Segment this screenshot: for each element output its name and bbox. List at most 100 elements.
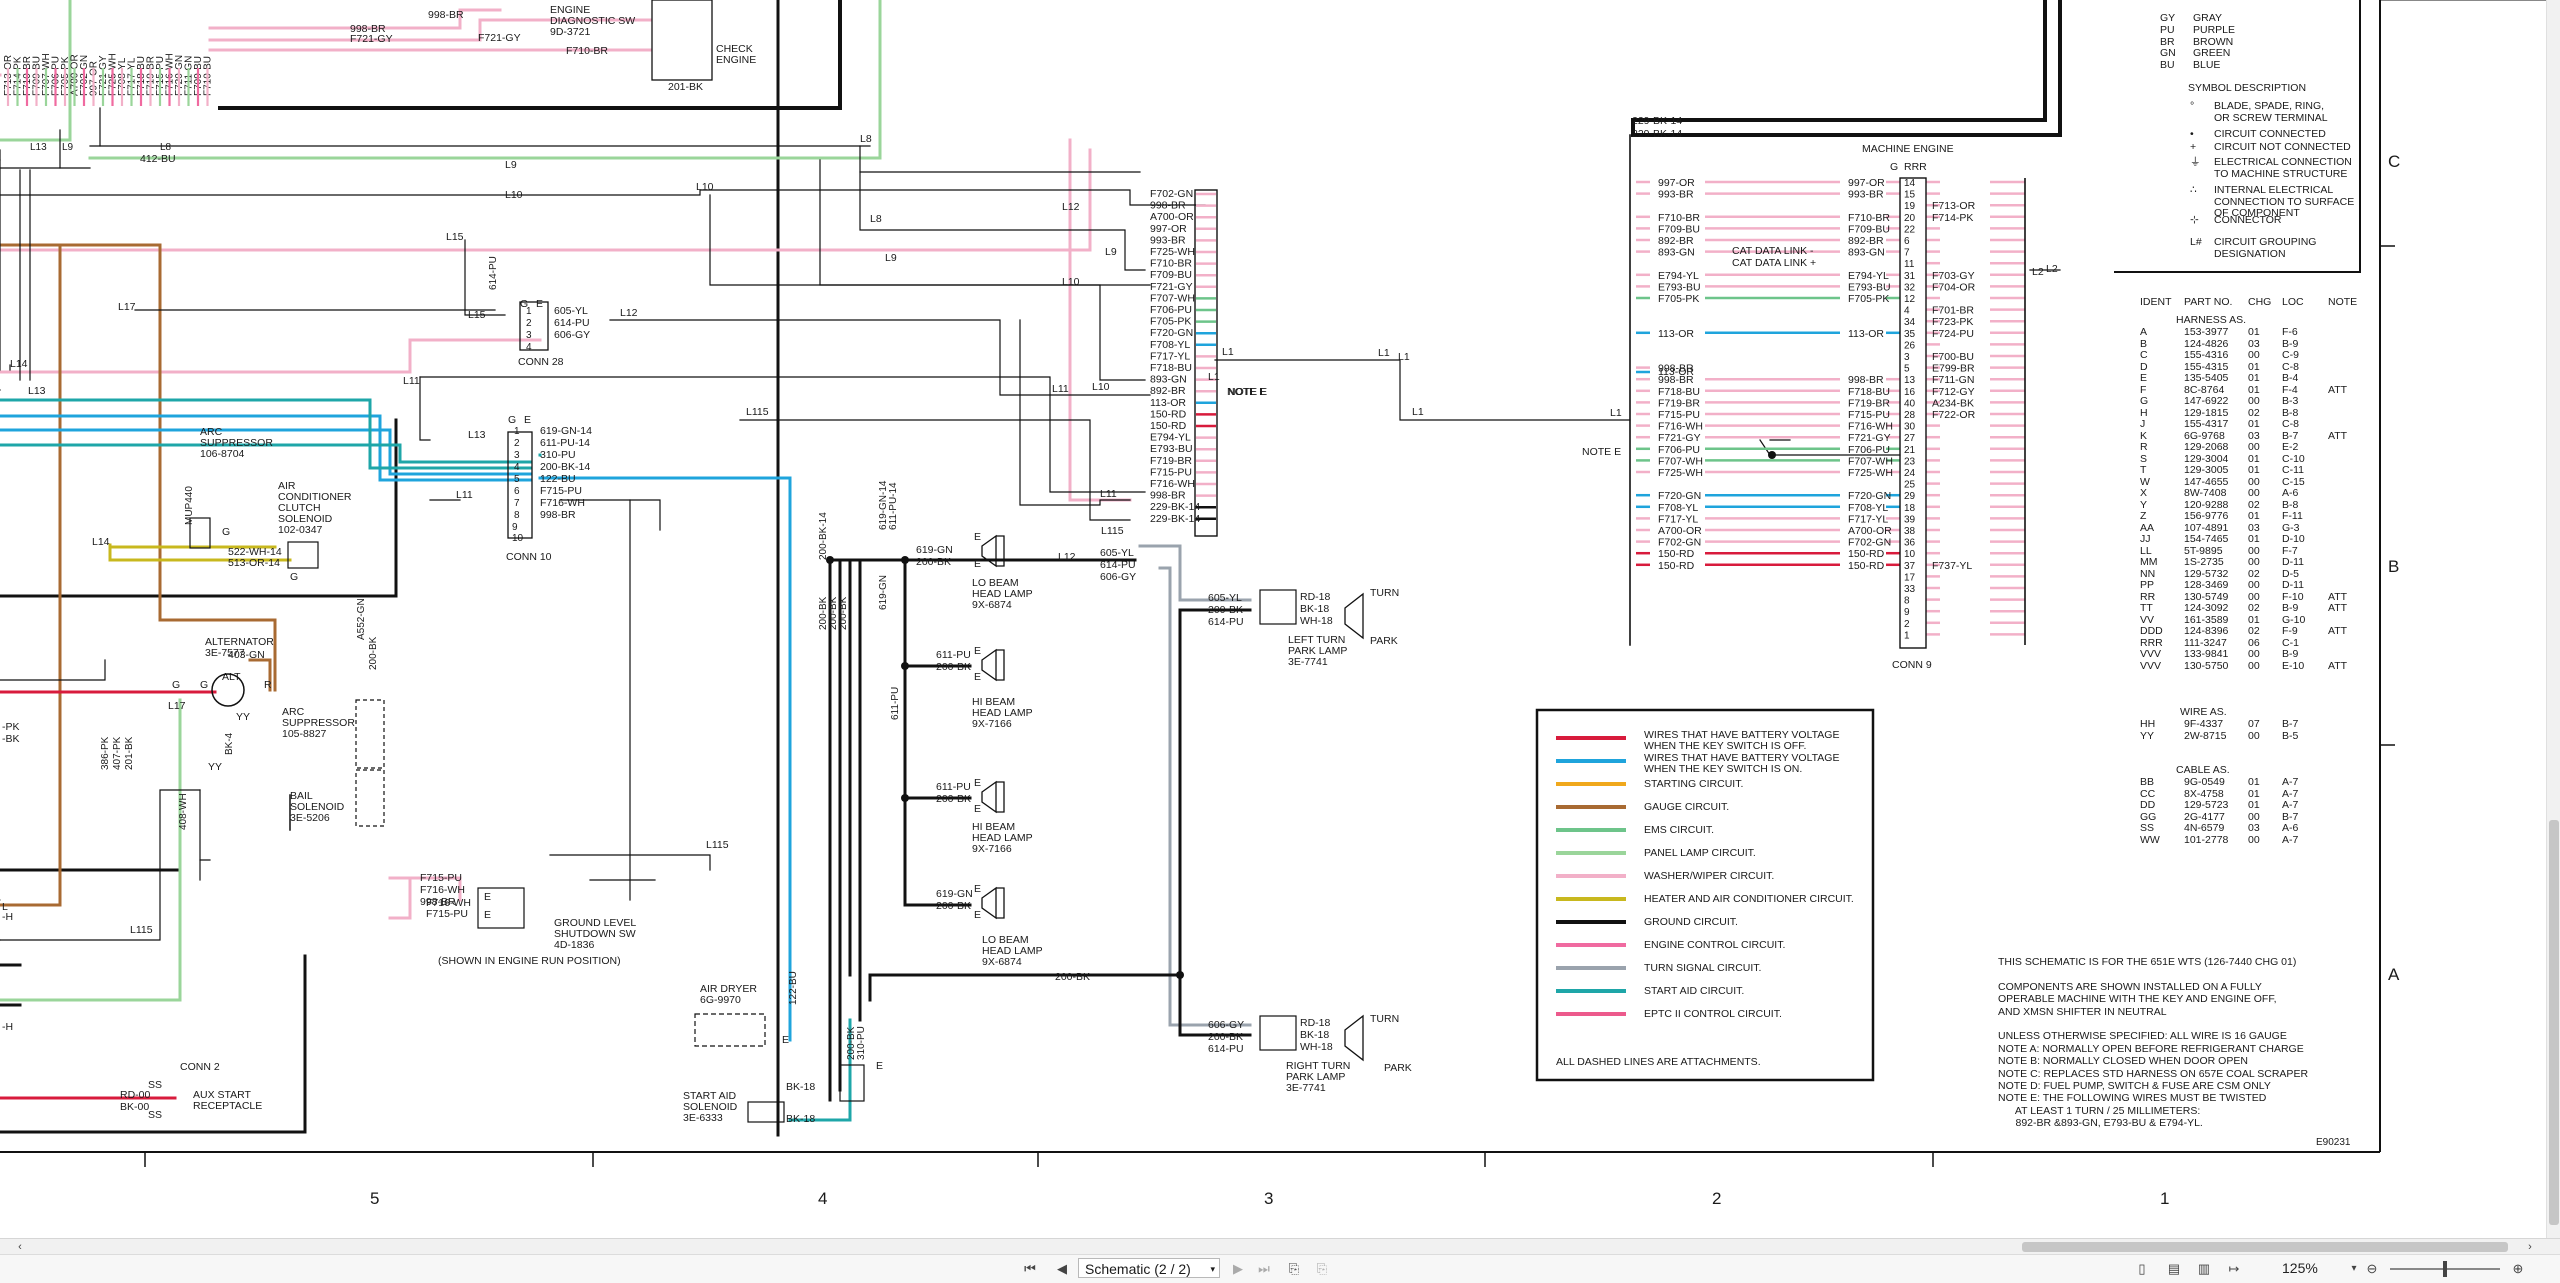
start-aid-label: START AID	[683, 1090, 737, 1102]
ident-row: 00	[2248, 441, 2260, 453]
mid-connector-wire-label: A700-OR	[1150, 211, 1194, 223]
wire-label: L2	[2046, 263, 2058, 275]
prev-page-button[interactable]: ◀	[1057, 1261, 1067, 1276]
ident-row: B-9	[2282, 602, 2299, 614]
arc-suppressor-2-label: 105-8827	[282, 728, 327, 740]
ident-row: 129-5723	[2184, 799, 2229, 811]
conn9-pin-number: 21	[1904, 445, 1916, 456]
rotate-view-2-icon[interactable]: ⎘	[1316, 1261, 1328, 1276]
wire-label: YY	[208, 761, 222, 773]
ident-header: PART NO.	[2184, 296, 2233, 308]
first-page-button[interactable]: ⏮	[1024, 1261, 1036, 1276]
conn9-left-wire-label: F707-WH	[1658, 455, 1703, 467]
horizontal-scrollbar[interactable]: ‹ ›	[0, 1238, 2560, 1255]
horizontal-scroll-thumb[interactable]	[2022, 1242, 2508, 1252]
conn9-wire-label: 113-OR	[1848, 328, 1884, 340]
ident-row: F-7	[2282, 544, 2298, 557]
zoom-level[interactable]: 125%	[2282, 1260, 2318, 1276]
zoom-out-icon[interactable]: ⊖	[2366, 1261, 2378, 1276]
mid-connector-wire-label: F715-PU	[1150, 466, 1192, 478]
alternator-label: 3E-7577	[205, 647, 245, 659]
turn-label: TURN	[1370, 1013, 1399, 1025]
page-selector[interactable]: Schematic (2 / 2)▾	[1078, 1258, 1220, 1278]
grid-column-label: 5	[370, 1189, 379, 1208]
engine-diagnostic-switch-label: DIAGNOSTIC SW	[550, 15, 635, 27]
conn9-left-wire-label: F720-GN	[1658, 490, 1701, 502]
ident-row: 120-9288	[2184, 498, 2229, 511]
legend-item-label: TURN SIGNAL CIRCUIT.	[1644, 962, 1761, 974]
conn9-left-wire-label: 150-RD	[1658, 560, 1695, 572]
ident-row: H	[2140, 406, 2148, 419]
vert-wire-label: 200-BK	[368, 636, 379, 670]
scroll-left-icon[interactable]: ‹	[18, 1241, 22, 1253]
zoom-in-icon[interactable]: ⊕	[2512, 1261, 2524, 1276]
wire-label: 513-OR-14	[228, 557, 280, 569]
ident-row: B-5	[2282, 729, 2299, 742]
pin-number: 3	[526, 330, 532, 341]
scroll-right-icon[interactable]: ›	[2528, 1241, 2532, 1253]
continuous-page-icon[interactable]: ▤	[2167, 1261, 2181, 1276]
ident-row: 153-3977	[2184, 326, 2229, 338]
ident-row: BB	[2140, 776, 2155, 788]
ident-row: A-6	[2282, 822, 2299, 834]
legend-item-label: STARTING CIRCUIT.	[1644, 778, 1743, 790]
lo-beam-lamp-2-label: HEAD LAMP	[982, 945, 1043, 957]
ground-level-switch-label: GROUND LEVEL	[554, 917, 636, 929]
last-page-button[interactable]: ⏭	[1258, 1261, 1270, 1276]
ident-row: 02	[2248, 406, 2260, 419]
mid-connector-wire-label: F716-WH	[1150, 478, 1195, 490]
wire-label: 998-BR	[428, 9, 464, 21]
ident-row: MM	[2140, 556, 2158, 568]
wire-label: 998-BR	[420, 896, 456, 908]
ident-row: 128-3469	[2184, 579, 2229, 591]
conn9-wire-label: 150-RD	[1848, 548, 1885, 560]
mid-connector	[1194, 189, 1218, 537]
single-page-icon[interactable]: ▯	[2138, 1261, 2146, 1276]
ident-row: 129-2068	[2184, 441, 2229, 453]
conn9-pin-number: 18	[1904, 503, 1916, 514]
rotate-view-icon[interactable]: ⎘	[1288, 1261, 1300, 1276]
ident-row: E-2	[2282, 441, 2299, 453]
ident-row: 00	[2248, 579, 2260, 591]
ident-row: F-6	[2282, 326, 2298, 338]
page-selector-label: Schematic (2 / 2)	[1085, 1261, 1191, 1277]
wire-label: BK-18	[786, 1113, 815, 1125]
two-page-icon[interactable]: ▥	[2197, 1261, 2211, 1276]
ident-row: GG	[2140, 810, 2157, 823]
vert-wire-label: BK-4	[224, 732, 235, 755]
conn28-block	[519, 301, 549, 351]
ident-row: B-7	[2282, 429, 2299, 442]
ident-row: AA	[2140, 521, 2155, 534]
ident-row: B-9	[2282, 337, 2299, 350]
vert-wire-label: 200-BK	[838, 596, 849, 630]
wire-label: 412-BU	[140, 153, 176, 165]
conn9-connector	[1899, 177, 1927, 649]
conn9-wire-label: F717-YL	[1848, 513, 1888, 525]
legend-item-label: START AID CIRCUIT.	[1644, 985, 1744, 997]
zoom-slider-thumb[interactable]	[2443, 1261, 2447, 1277]
vert-wire-label: A552-GN	[356, 598, 367, 640]
conn9-wire-label: F720-GN	[1848, 490, 1891, 502]
mid-connector-wire-label: F702-GN	[1150, 188, 1193, 200]
conn9-pin-number: 39	[1904, 514, 1916, 525]
vert-wire-label: 386-PK	[100, 736, 111, 770]
wire-label: BK-18	[1300, 1029, 1329, 1041]
vertical-scroll-thumb[interactable]	[2549, 820, 2559, 1225]
pin-number: 6	[514, 486, 520, 497]
conn9-left-wire-label: F709-BU	[1658, 223, 1700, 235]
vertical-scrollbar[interactable]	[2546, 0, 2560, 1238]
start-aid-label: 3E-6333	[683, 1112, 723, 1124]
note-line: AND XMSN SHIFTER IN NEUTRAL	[1998, 1005, 2167, 1018]
ident-row: 01	[2248, 464, 2260, 476]
conn9-wire-label: F708-YL	[1848, 502, 1888, 514]
ident-row: WW	[2140, 833, 2160, 846]
conn9-wire-label: F725-WH	[1848, 467, 1893, 479]
next-page-button[interactable]: ▶	[1233, 1261, 1243, 1276]
conn9-pin-number: 4	[1904, 306, 1910, 317]
fit-width-icon[interactable]: ↦	[2228, 1261, 2240, 1276]
wire-label: -H	[2, 911, 13, 923]
wire-label: 403-GN	[228, 649, 265, 661]
ident-row: 129-5732	[2184, 567, 2229, 580]
conn9-right-wire-label: F722-OR	[1932, 409, 1976, 421]
zoom-dropdown-icon[interactable]: ▾	[2351, 1263, 2357, 1274]
